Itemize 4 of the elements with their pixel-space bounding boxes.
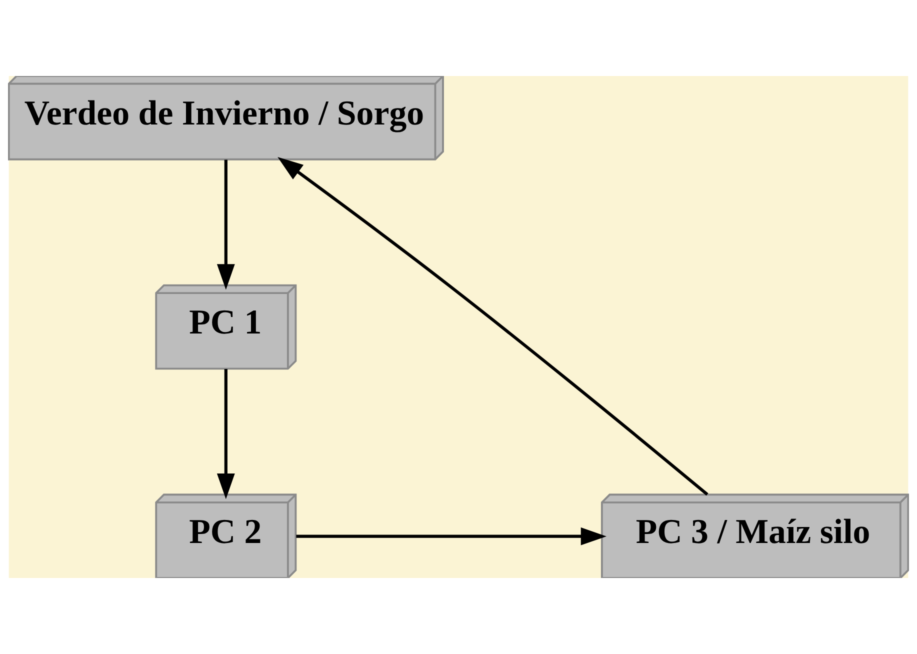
arrow bbox=[278, 157, 708, 496]
arrow bbox=[296, 527, 606, 546]
arrow bbox=[216, 369, 235, 500]
arrow bbox=[216, 160, 235, 290]
